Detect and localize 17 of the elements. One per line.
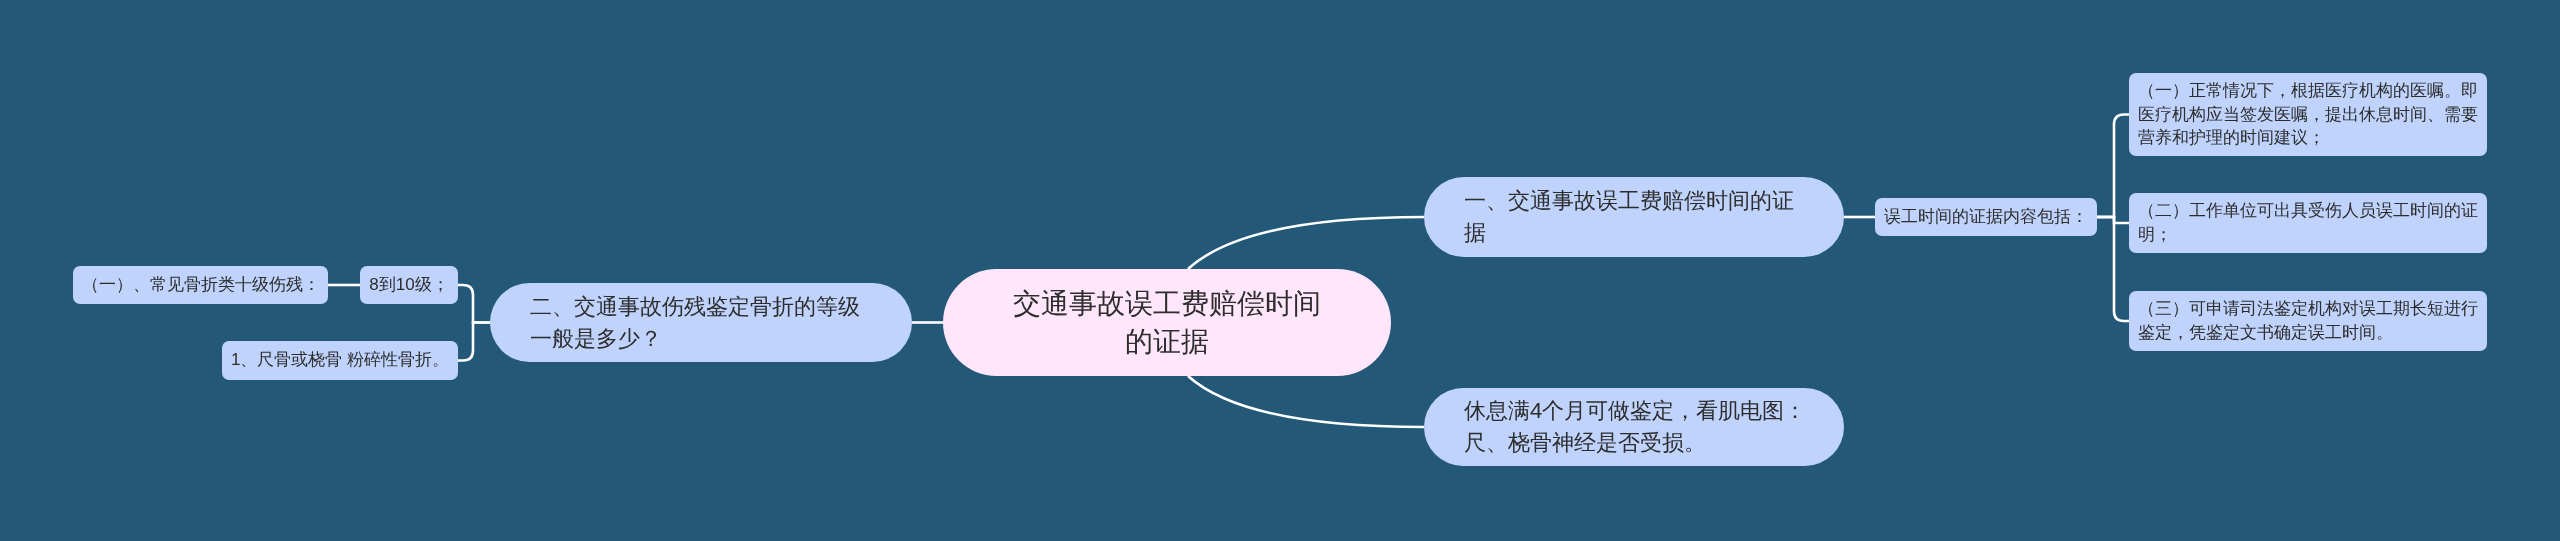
connector-line <box>458 321 490 362</box>
subtopic: 误工时间的证据内容包括： <box>1875 198 2097 236</box>
subtopic: （一）、常见骨折类十级伤残： <box>73 266 328 304</box>
subtopic: （二）工作单位可出具受伤人员误工时间的证明； <box>2129 193 2487 253</box>
subtopic: （三）可申请司法鉴定机构对误工期长短进行鉴定，凭鉴定文书确定误工时间。 <box>2129 291 2487 351</box>
connector-line <box>328 283 360 287</box>
connector-line <box>1187 375 1424 429</box>
subtopic: （一）正常情况下，根据医疗机构的医嘱。即医疗机构应当签发医嘱，提出休息时间、需要营养和护理的时间建议； <box>2129 73 2487 156</box>
central-topic: 交通事故误工费赔偿时间的证据 <box>943 269 1391 376</box>
main-topic: 休息满4个月可做鉴定，看肌电图：尺、桡骨神经是否受损。 <box>1424 388 1844 466</box>
main-topic: 一、交通事故误工费赔偿时间的证据 <box>1424 177 1844 257</box>
main-topic: 二、交通事故伤残鉴定骨折的等级一般是多少？ <box>490 283 912 362</box>
connector-line <box>1187 215 1424 270</box>
subtopic: 8到10级； <box>360 266 458 304</box>
connector-line <box>1844 215 1875 219</box>
subtopic: 1、尺骨或桡骨 粉碎性骨折。 <box>222 341 458 380</box>
connector-line <box>912 321 943 324</box>
